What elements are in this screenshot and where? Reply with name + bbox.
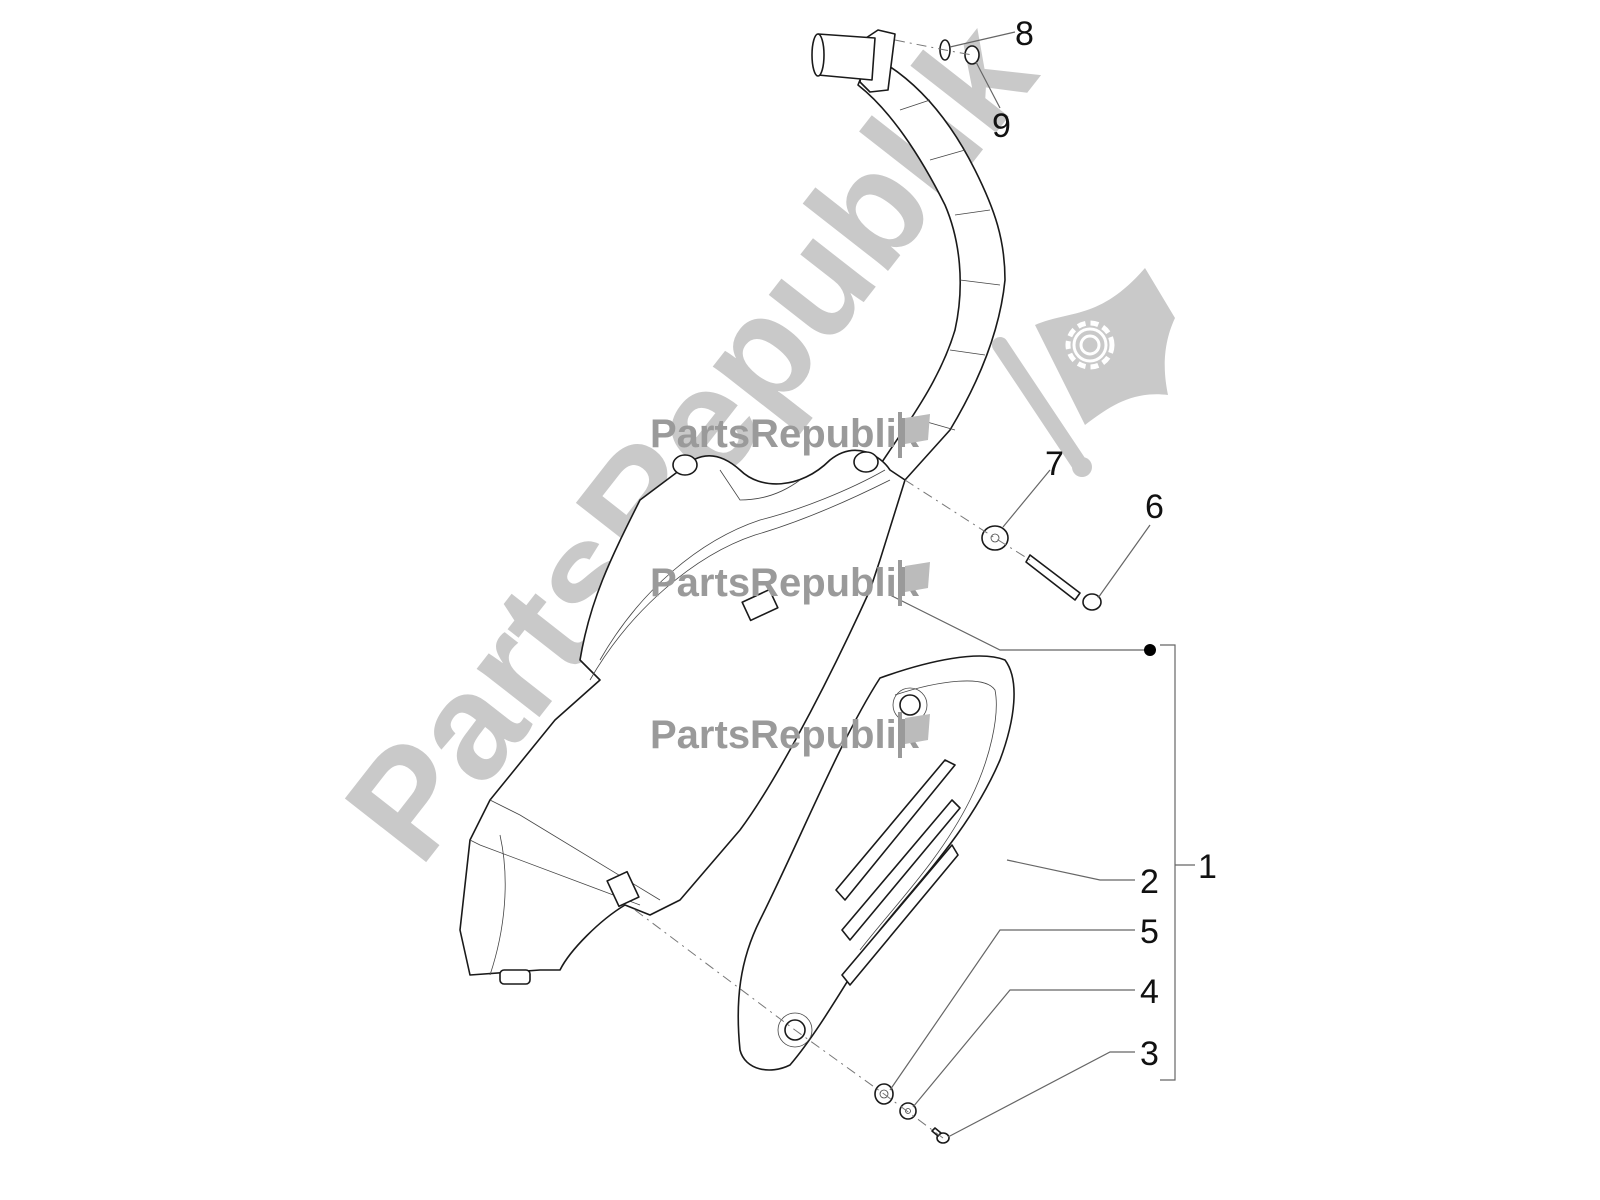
- heat-shield: [737, 655, 1015, 1071]
- callout-3: 3: [1140, 1035, 1159, 1073]
- part-9-nut: [964, 45, 980, 65]
- alignment-line: [904, 479, 1031, 561]
- part-7-washer: [981, 525, 1009, 551]
- callout-8: 8: [1015, 15, 1034, 53]
- watermark-small-1: PartsRepublik: [650, 412, 930, 458]
- pipe-flange: [811, 29, 896, 93]
- muffler-body: [459, 449, 906, 985]
- watermark-text: PartsRepublik: [650, 561, 920, 605]
- flag-gear-icon: [992, 268, 1175, 477]
- callout-9: 9: [992, 107, 1011, 145]
- callout-5: 5: [1140, 913, 1159, 951]
- watermark-small-2: PartsRepublik: [650, 560, 930, 606]
- callout-6: 6: [1145, 488, 1164, 526]
- leader-lines: [889, 31, 1195, 1138]
- part-4-washer: [899, 1102, 917, 1120]
- part-6-bolt: [1025, 554, 1102, 611]
- callout-1: 1: [1198, 848, 1217, 886]
- part-3-screw: [931, 1127, 950, 1144]
- alignment-line: [634, 909, 944, 1139]
- callout-2: 2: [1140, 863, 1159, 901]
- callout-7: 7: [1045, 445, 1064, 483]
- watermark-small-3: PartsRepublik: [650, 712, 930, 758]
- watermark-text: PartsRepublik: [650, 713, 920, 757]
- callout-4: 4: [1140, 973, 1159, 1011]
- watermark-text: PartsRepublik: [650, 412, 920, 456]
- alignment-line: [894, 39, 973, 56]
